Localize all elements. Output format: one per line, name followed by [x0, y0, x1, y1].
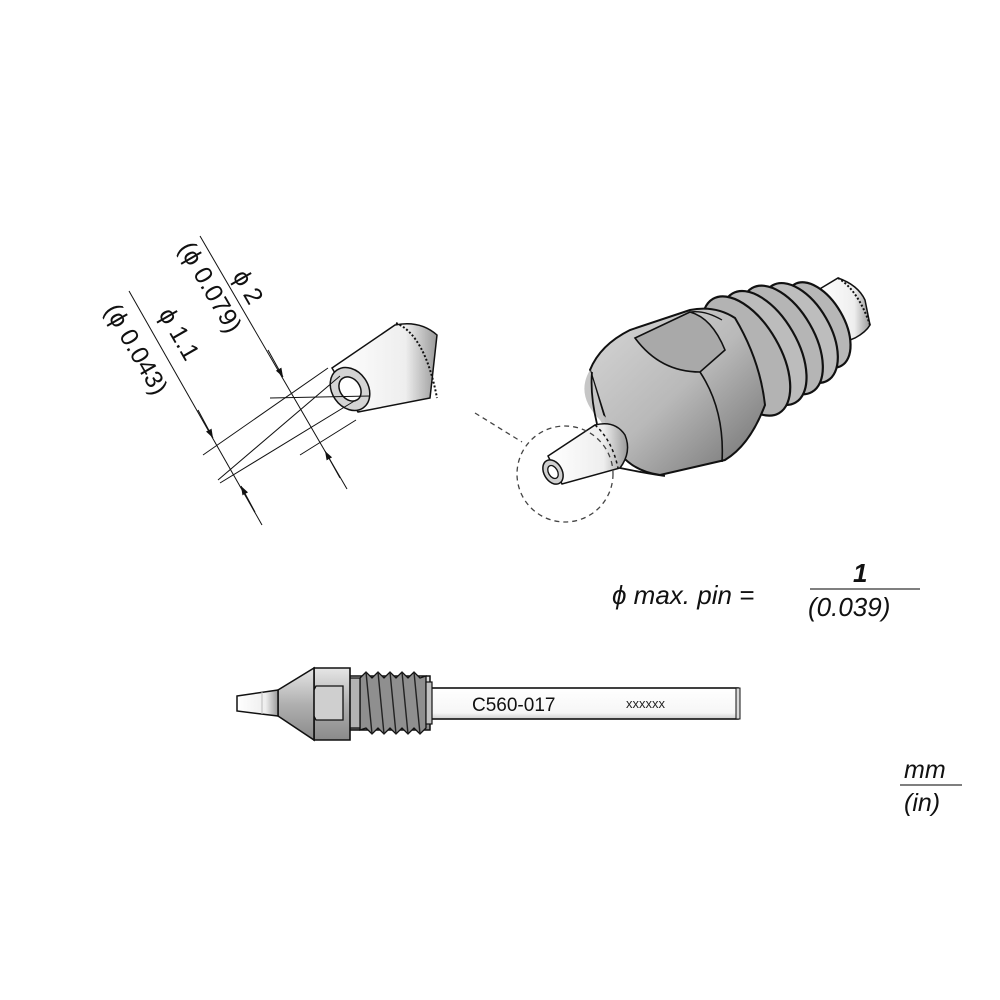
max-pin-in-value: (0.039): [808, 592, 890, 622]
tip-detail-view: ϕ 2 (ϕ 0.079) ϕ 1.1 (ϕ 0.043): [99, 235, 438, 526]
detail-callout-circle: [516, 425, 614, 523]
side-view-nozzle: C560-017 xxxxxx: [236, 666, 741, 742]
tip-bore-hole: [338, 376, 362, 402]
inner-diameter-mm-label: ϕ 1.1: [153, 303, 205, 365]
part-number-label: C560-017: [472, 695, 555, 716]
hex-flat-side: [310, 685, 344, 721]
max-pin-formula: ϕ max. pin = 1 (0.039): [612, 558, 920, 622]
extension-lines: [202, 367, 371, 484]
detail-callout-leader: [474, 412, 523, 443]
units-legend: mm (in): [900, 756, 962, 817]
side-tip: [236, 689, 279, 717]
max-pin-mm-value: 1: [853, 558, 867, 588]
units-in: (in): [904, 789, 940, 817]
max-pin-prefix: ϕ max. pin =: [612, 580, 754, 610]
outer-diameter-dimension: ϕ 2 (ϕ 0.079): [173, 235, 348, 490]
shank: [427, 687, 739, 720]
nozzle-tip-bore: [547, 464, 559, 480]
serial-placeholder-label: xxxxxx: [626, 696, 666, 711]
nozzle-tip: [547, 423, 629, 485]
side-cone: [277, 666, 315, 742]
hex-flat: [633, 311, 726, 373]
isometric-nozzle-view: [474, 277, 871, 523]
units-mm: mm: [904, 756, 946, 784]
thread-lines: [365, 671, 421, 735]
